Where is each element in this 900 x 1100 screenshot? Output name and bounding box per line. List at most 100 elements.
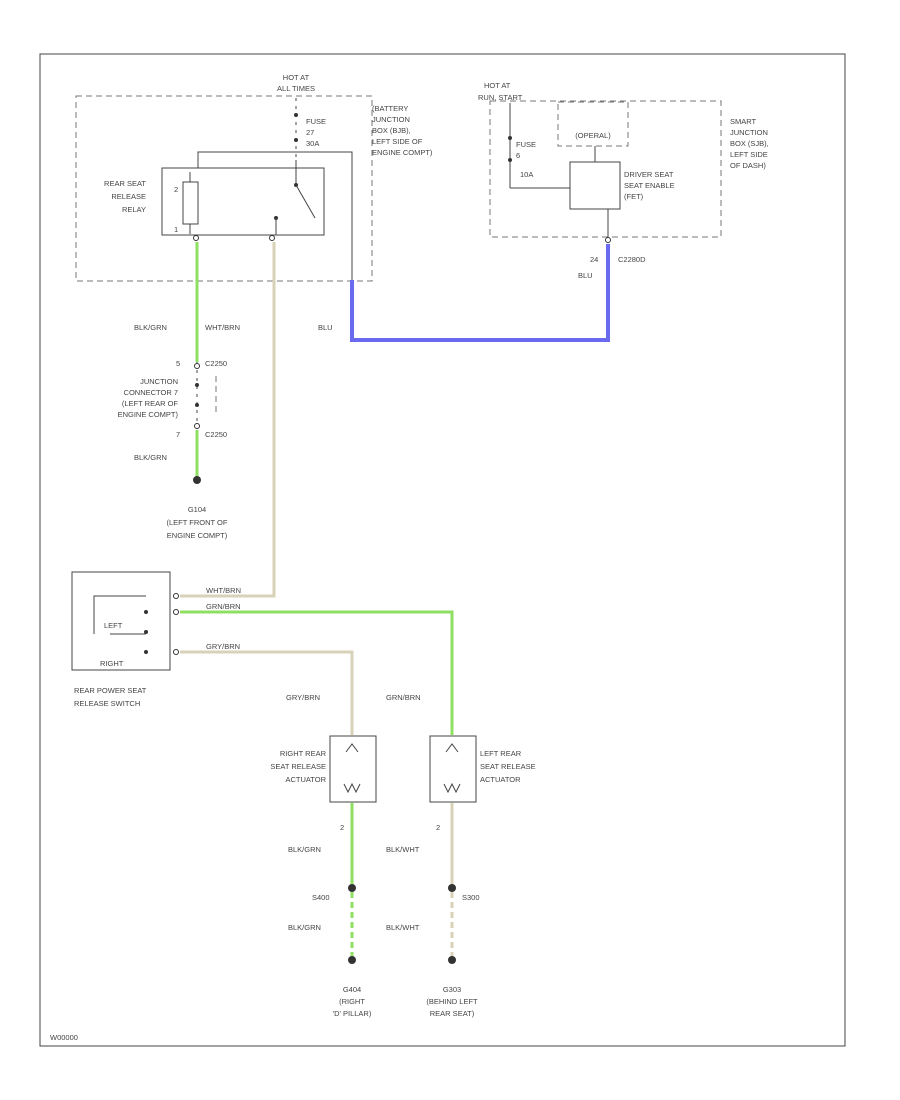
blu-feed-wire-upper bbox=[296, 151, 353, 280]
junction-pin-bottom: 7 bbox=[176, 430, 180, 439]
svg-text:RELAY: RELAY bbox=[122, 205, 146, 214]
ground-g404-location: (RIGHT 'D' PILLAR) bbox=[333, 997, 372, 1018]
left-actuator-name-label: LEFT REAR SEAT RELEASE ACTUATOR bbox=[480, 749, 536, 784]
splice-s400 bbox=[348, 884, 356, 892]
svg-text:ACTUATOR: ACTUATOR bbox=[285, 775, 326, 784]
ground-g303-id: G303 bbox=[443, 985, 461, 994]
switch-wire3-label: GRY/BRN bbox=[206, 642, 240, 651]
sjb-connector-wire-color: BLU bbox=[578, 271, 593, 280]
sjb-connector-pin bbox=[605, 237, 611, 243]
svg-text:BOX (BJB),: BOX (BJB), bbox=[372, 126, 411, 135]
sjb-hot-at-label: HOT AT bbox=[484, 81, 511, 90]
svg-text:RELEASE: RELEASE bbox=[111, 192, 146, 201]
sjb-connector-pin-number: 24 bbox=[590, 255, 598, 264]
bjb-fuse-number: 27 bbox=[306, 128, 314, 137]
ground-g104-wire-label: BLK/GRN bbox=[134, 453, 167, 462]
svg-text:(RIGHT: (RIGHT bbox=[339, 997, 365, 1006]
sjb-name-label: SMART JUNCTION BOX (SJB), LEFT SIDE OF D… bbox=[730, 117, 769, 170]
right-actuator-pin: 2 bbox=[340, 823, 344, 832]
svg-text:(LEFT FRONT OF: (LEFT FRONT OF bbox=[167, 518, 228, 527]
svg-text:(FET): (FET) bbox=[624, 192, 644, 201]
ground-g404-symbol bbox=[348, 956, 356, 964]
ground-g104-id: G104 bbox=[188, 505, 206, 514]
svg-text:DRIVER SEAT: DRIVER SEAT bbox=[624, 170, 674, 179]
svg-text:REAR POWER SEAT: REAR POWER SEAT bbox=[74, 686, 147, 695]
svg-text:JUNCTION: JUNCTION bbox=[730, 128, 768, 137]
rear-seat-release-relay bbox=[161, 167, 325, 236]
svg-text:CONNECTOR 7: CONNECTOR 7 bbox=[124, 388, 178, 397]
svg-text:ENGINE COMPT): ENGINE COMPT) bbox=[167, 531, 228, 540]
left-actuator-pin: 2 bbox=[436, 823, 440, 832]
relay-output-wire-label: WHT/BRN bbox=[205, 323, 240, 332]
bjb-fuse-label: FUSE bbox=[306, 117, 326, 126]
ground-g104-symbol bbox=[193, 476, 201, 484]
switch-gry-brn-wire bbox=[180, 650, 354, 735]
svg-text:SEAT RELEASE: SEAT RELEASE bbox=[270, 762, 326, 771]
svg-text:(BEHIND LEFT: (BEHIND LEFT bbox=[426, 997, 478, 1006]
fuse-feed-wire bbox=[197, 151, 296, 168]
svg-text:SMART: SMART bbox=[730, 117, 757, 126]
svg-text:RIGHT REAR: RIGHT REAR bbox=[280, 749, 327, 758]
svg-text:LEFT SIDE OF: LEFT SIDE OF bbox=[372, 137, 423, 146]
blu-wire-label: BLU bbox=[318, 323, 333, 332]
driver-seat-enable-fet bbox=[569, 161, 621, 210]
svg-text:SEAT ENABLE: SEAT ENABLE bbox=[624, 181, 675, 190]
right-actuator-in-wire-label: GRY/BRN bbox=[286, 693, 320, 702]
svg-text:(BATTERY: (BATTERY bbox=[372, 104, 408, 113]
junction-connector-7 bbox=[194, 362, 217, 430]
junction-conn-bottom: C2250 bbox=[205, 430, 227, 439]
ground-g404-id: G404 bbox=[343, 985, 361, 994]
switch-wire2-label: GRN/BRN bbox=[206, 602, 241, 611]
sjb-time-range-label: RUN, START bbox=[478, 93, 523, 102]
relay-pin-1: 1 bbox=[174, 225, 178, 234]
svg-text:ACTUATOR: ACTUATOR bbox=[480, 775, 521, 784]
svg-text:REAR SEAT): REAR SEAT) bbox=[430, 1009, 475, 1018]
fet-name-label: DRIVER SEAT SEAT ENABLE (FET) bbox=[624, 170, 675, 201]
switch-contacts bbox=[93, 593, 179, 655]
left-actuator-out-wire-label: BLK/WHT bbox=[386, 845, 420, 854]
splice-s400-label: S400 bbox=[312, 893, 330, 902]
splice-s300 bbox=[448, 884, 456, 892]
svg-text:BOX (SJB),: BOX (SJB), bbox=[730, 139, 769, 148]
right-actuator-motor-symbol bbox=[343, 743, 361, 794]
ground-g104-location: (LEFT FRONT OF ENGINE COMPT) bbox=[167, 518, 228, 540]
sjb-control-label: (OPERAL) bbox=[575, 131, 611, 140]
svg-text:ENGINE COMPT): ENGINE COMPT) bbox=[372, 148, 433, 157]
sjb-connector-id: C2280D bbox=[618, 255, 646, 264]
diagram-code: W00000 bbox=[50, 1033, 78, 1042]
svg-text:(LEFT REAR OF: (LEFT REAR OF bbox=[122, 399, 179, 408]
left-actuator-in-wire-label: GRN/BRN bbox=[386, 693, 421, 702]
bjb-fuse-amp: 30A bbox=[306, 139, 319, 148]
left-actuator-motor-symbol bbox=[443, 743, 461, 794]
blu-wire bbox=[350, 244, 610, 342]
right-actuator-name-label: RIGHT REAR SEAT RELEASE ACTUATOR bbox=[270, 749, 326, 784]
smart-junction-box-outline bbox=[489, 100, 722, 238]
right-rear-seat-release-actuator bbox=[329, 735, 377, 803]
ground-g303-symbol bbox=[448, 956, 456, 964]
switch-right-label: RIGHT bbox=[100, 659, 124, 668]
svg-text:RELEASE SWITCH: RELEASE SWITCH bbox=[74, 699, 140, 708]
bjb-name-label: (BATTERY JUNCTION BOX (BJB), LEFT SIDE O… bbox=[372, 104, 433, 157]
svg-text:JUNCTION: JUNCTION bbox=[372, 115, 410, 124]
svg-text:JUNCTION: JUNCTION bbox=[140, 377, 178, 386]
right-ground-wire-label: BLK/GRN bbox=[288, 923, 321, 932]
svg-text:LEFT REAR: LEFT REAR bbox=[480, 749, 522, 758]
splice-s300-label: S300 bbox=[462, 893, 480, 902]
junction-pin-top: 5 bbox=[176, 359, 180, 368]
relay-contact-symbol bbox=[274, 160, 316, 235]
switch-grn-brn-wire bbox=[180, 610, 454, 735]
switch-wht-brn-wire bbox=[180, 592, 276, 598]
bjb-hot-at-label: HOT AT bbox=[283, 73, 310, 82]
left-ground-wire-label: BLK/WHT bbox=[386, 923, 420, 932]
sjb-control-outline bbox=[557, 101, 629, 147]
junction-conn-top: C2250 bbox=[205, 359, 227, 368]
switch-name-label: REAR POWER SEAT RELEASE SWITCH bbox=[74, 686, 147, 708]
svg-text:REAR SEAT: REAR SEAT bbox=[104, 179, 146, 188]
relay-coil-symbol bbox=[182, 181, 199, 225]
ground-g303-location: (BEHIND LEFT REAR SEAT) bbox=[426, 997, 478, 1018]
sjb-fuse-label: FUSE bbox=[516, 140, 536, 149]
switch-wire1-label: WHT/BRN bbox=[206, 586, 241, 595]
sjb-fuse-number: 6 bbox=[516, 151, 520, 160]
switch-left-label: LEFT bbox=[104, 621, 123, 630]
